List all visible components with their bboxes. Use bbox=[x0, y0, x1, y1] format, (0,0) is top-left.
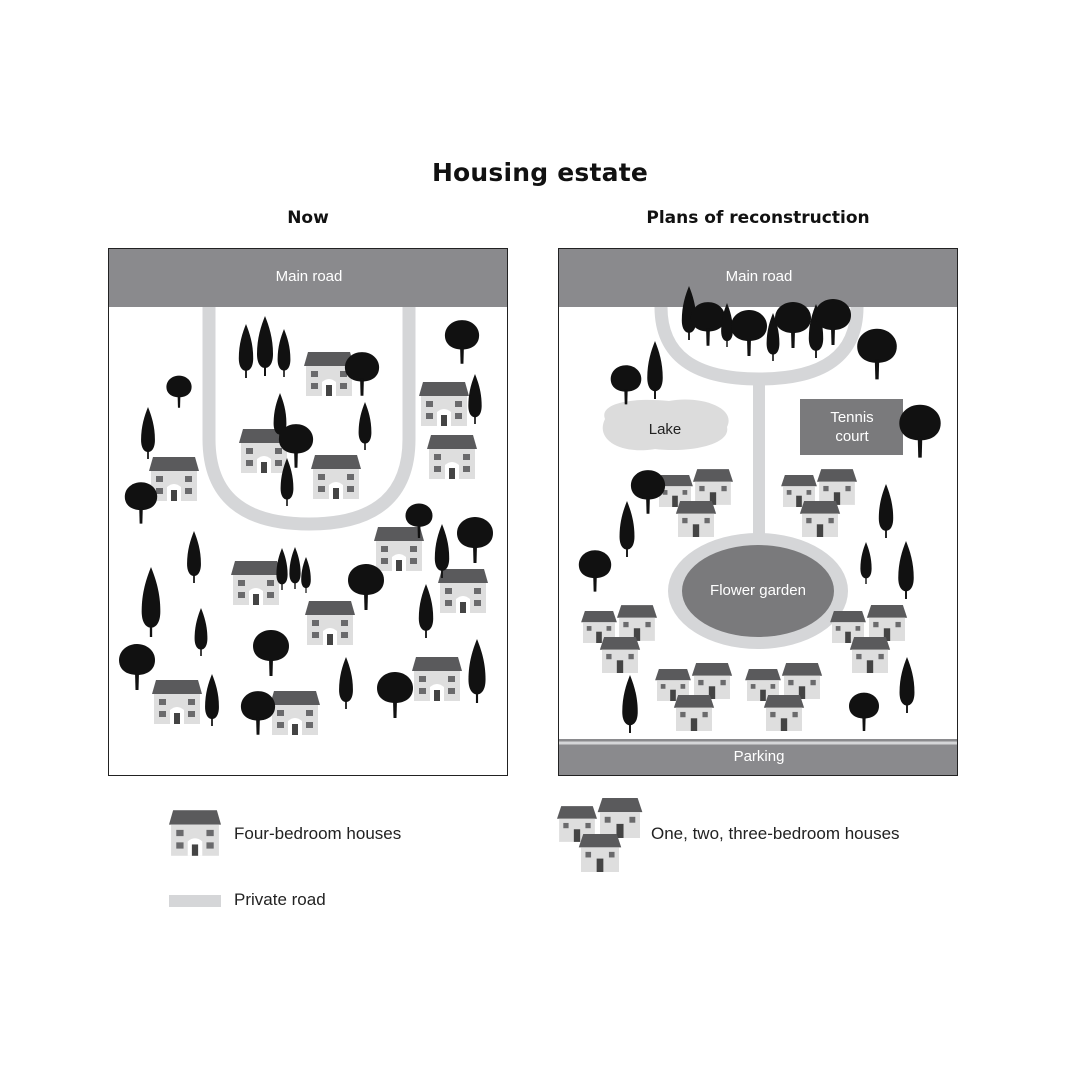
pine-tree bbox=[277, 329, 291, 377]
round-tree bbox=[377, 672, 413, 718]
small-houses-icon bbox=[557, 798, 643, 872]
legend-private-road: Private road bbox=[234, 890, 326, 909]
round-tree bbox=[457, 517, 493, 563]
pine-tree bbox=[205, 674, 219, 726]
private-road-swatch bbox=[169, 895, 221, 907]
pine-tree bbox=[339, 657, 353, 709]
four-bedroom-house bbox=[419, 382, 469, 426]
parking-label: Parking bbox=[733, 748, 785, 765]
flower-garden-label: Flower garden bbox=[710, 582, 806, 599]
round-tree bbox=[124, 482, 158, 524]
four-bedroom-house-icon bbox=[169, 810, 221, 856]
four-bedroom-house bbox=[231, 561, 281, 605]
four-bedroom-house bbox=[374, 527, 424, 571]
house-cluster bbox=[830, 605, 908, 673]
pine-tree bbox=[187, 531, 201, 583]
house-cluster bbox=[655, 663, 733, 731]
now-heading: Now bbox=[287, 208, 329, 228]
pine-tree bbox=[418, 584, 434, 638]
pine-tree bbox=[289, 547, 301, 589]
legend-small-houses: One, two, three-bedroom houses bbox=[651, 824, 900, 843]
round-tree bbox=[899, 404, 941, 458]
pine-tree bbox=[141, 407, 155, 459]
four-bedroom-house bbox=[270, 691, 320, 735]
legend-four-bedroom: Four-bedroom houses bbox=[234, 824, 402, 843]
round-tree bbox=[731, 310, 767, 356]
pine-tree bbox=[468, 374, 482, 424]
map-title: Housing estate bbox=[431, 158, 649, 187]
round-tree bbox=[119, 644, 155, 690]
round-tree bbox=[253, 630, 289, 676]
round-tree bbox=[166, 375, 192, 408]
pine-tree bbox=[898, 541, 914, 599]
pine-tree bbox=[619, 501, 635, 557]
private-road-loop bbox=[202, 307, 416, 531]
round-tree bbox=[348, 564, 384, 610]
four-bedroom-house bbox=[427, 435, 477, 479]
round-tree bbox=[610, 365, 642, 405]
plan-heading: Plans of reconstruction bbox=[646, 208, 870, 228]
pine-tree bbox=[468, 639, 486, 703]
round-tree bbox=[849, 692, 879, 731]
plan-map-panel: Main road Lake Tennis court Flower garde… bbox=[558, 248, 958, 776]
lake bbox=[602, 399, 729, 451]
flower-garden bbox=[682, 545, 834, 637]
parking-band bbox=[559, 739, 957, 775]
main-road-label: Main road bbox=[275, 268, 343, 285]
four-bedroom-house bbox=[311, 455, 361, 499]
round-tree bbox=[775, 302, 811, 348]
pine-tree bbox=[238, 324, 254, 378]
tennis-court bbox=[800, 399, 903, 455]
tennis-court-label: Tennis court bbox=[830, 409, 874, 445]
four-bedroom-house bbox=[152, 680, 202, 724]
house-cluster bbox=[781, 469, 857, 537]
pine-tree bbox=[301, 557, 311, 593]
round-tree bbox=[630, 470, 666, 514]
four-bedroom-house bbox=[412, 657, 462, 701]
pine-tree bbox=[358, 402, 372, 450]
now-map-panel: Main road bbox=[108, 248, 508, 776]
round-tree bbox=[240, 691, 276, 735]
house-cluster bbox=[657, 469, 733, 537]
four-bedroom-house bbox=[305, 601, 355, 645]
round-tree bbox=[578, 550, 612, 592]
lake-label: Lake bbox=[648, 421, 682, 438]
house-cluster bbox=[745, 663, 823, 731]
pine-tree bbox=[141, 567, 161, 637]
round-tree bbox=[444, 320, 480, 364]
pine-tree bbox=[899, 657, 915, 713]
house-cluster bbox=[581, 605, 657, 673]
main-road-label: Main road bbox=[725, 268, 793, 285]
pine-tree bbox=[622, 675, 638, 733]
main-road-band bbox=[559, 249, 957, 307]
pine-tree bbox=[257, 316, 273, 376]
pine-tree bbox=[860, 542, 872, 584]
pine-tree bbox=[194, 608, 208, 656]
pine-tree bbox=[647, 341, 663, 399]
round-tree bbox=[857, 328, 897, 380]
main-road-band bbox=[109, 249, 507, 307]
pine-tree bbox=[878, 484, 894, 538]
four-bedroom-house bbox=[438, 569, 488, 613]
round-tree bbox=[690, 302, 726, 346]
